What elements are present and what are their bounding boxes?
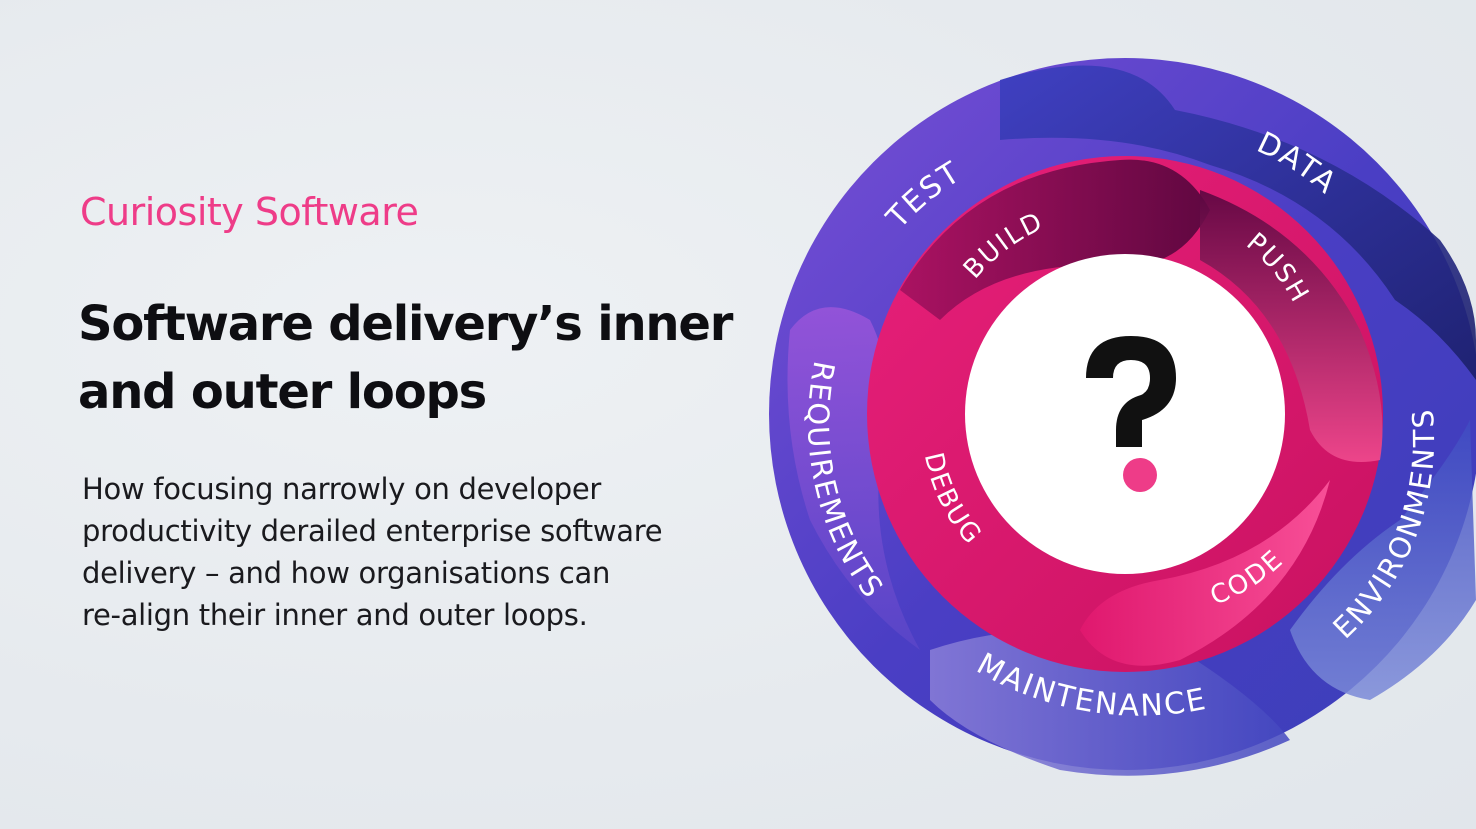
description: How focusing narrowly on developer produ… (82, 468, 762, 636)
inner-segment-push (1200, 190, 1383, 462)
brand-name: Curiosity Software (80, 190, 419, 234)
inner-segment-code (1080, 480, 1330, 666)
description-line-3: delivery – and how organisations can (82, 556, 611, 590)
inner-segment-build (900, 159, 1210, 320)
description-line-4: re-align their inner and outer loops. (82, 598, 588, 632)
description-line-1: How focusing narrowly on developer (82, 472, 602, 506)
outer-segment-data (1000, 65, 1476, 381)
curiosity-logo-icon (1086, 336, 1176, 492)
title-line-2: and outer loops (78, 364, 487, 420)
outer-segment-maintenance (930, 630, 1290, 776)
title-line-1: Software delivery’s inner (78, 296, 733, 352)
description-line-2: productivity derailed enterprise softwar… (82, 514, 663, 548)
page-title: Software delivery’s inner and outer loop… (78, 290, 778, 426)
outer-segment-environments (1290, 420, 1476, 700)
